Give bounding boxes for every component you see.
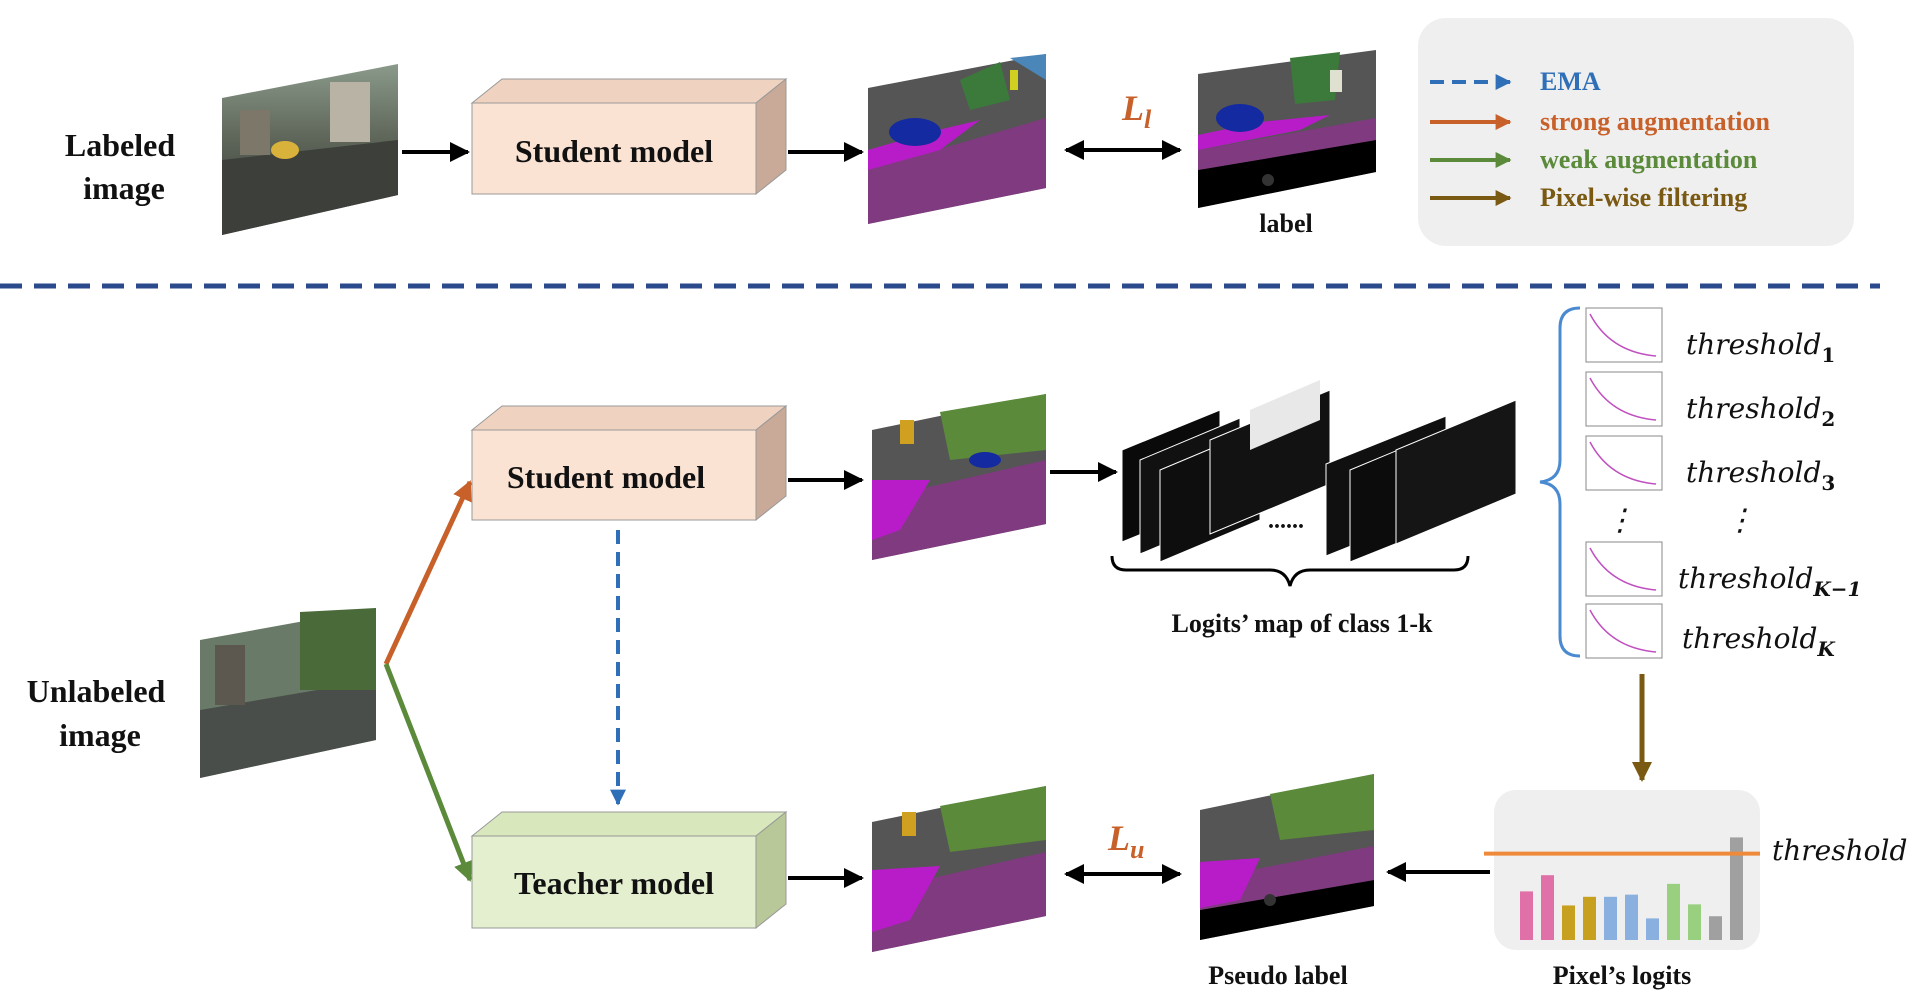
legend-box xyxy=(1418,18,1854,246)
teacher-prediction xyxy=(872,786,1046,952)
threshold-k-label: thresholdK xyxy=(1682,622,1836,661)
legend-item-strong-augmentation: strong augmentation xyxy=(1430,107,1770,136)
legend-label-ema: EMA xyxy=(1540,67,1601,96)
pseudo-label xyxy=(1200,774,1374,940)
legend: EMA strong augmentation weak augmentatio… xyxy=(1418,18,1854,246)
student-model-top: Student model xyxy=(470,77,788,196)
threshold-item-k-minus-1: thresholdK−1 xyxy=(1585,541,1861,601)
label-caption: label xyxy=(1259,209,1312,238)
pixel-logit-bar xyxy=(1562,905,1575,940)
threshold-1-label: threshold1 xyxy=(1686,328,1835,367)
legend-label-filtering: Pixel-wise filtering xyxy=(1540,183,1747,212)
threshold-vdots-right: ⋮ xyxy=(1725,503,1755,538)
threshold-item-k: thresholdK xyxy=(1585,603,1836,661)
pixel-logit-bar xyxy=(1646,918,1659,940)
loss-l-symbol: Ll xyxy=(1121,88,1152,134)
threshold-2-label: threshold2 xyxy=(1686,392,1835,431)
teacher-model: Teacher model xyxy=(470,810,788,930)
logits-brace xyxy=(1110,555,1470,587)
logits-maps: ...... xyxy=(1121,380,1517,563)
threshold-item-1: threshold1 xyxy=(1585,307,1835,367)
student-model-bottom: Student model xyxy=(470,404,788,522)
threshold-vdots-left: ⋮ xyxy=(1605,503,1635,538)
pixel-logits-panel: threshold xyxy=(1484,790,1907,950)
pixel-logit-bar xyxy=(1520,891,1533,940)
pixel-logit-bar xyxy=(1583,896,1596,940)
student-prediction-top xyxy=(868,54,1046,224)
threshold-list: threshold1 threshold2 threshold3 ⋮ ⋮ thr… xyxy=(1585,307,1861,661)
pixel-logit-bar xyxy=(1625,894,1638,940)
legend-label-strong: strong augmentation xyxy=(1540,107,1770,136)
threshold-3-label: threshold3 xyxy=(1686,456,1835,495)
legend-item-ema: EMA xyxy=(1430,67,1601,96)
legend-item-weak-augmentation: weak augmentation xyxy=(1430,145,1758,174)
student-prediction-bottom xyxy=(872,394,1046,560)
logits-dots: ...... xyxy=(1268,508,1304,534)
ground-truth-label xyxy=(1198,50,1376,208)
labeled-image-label: Labeled image xyxy=(65,127,183,206)
weak-augmentation-arrow xyxy=(383,663,473,882)
pixel-logits-bars xyxy=(1520,837,1743,940)
thresholds-brace xyxy=(1539,306,1581,658)
logits-map-caption: Logits’ map of class 1-k xyxy=(1172,609,1434,638)
legend-label-weak: weak augmentation xyxy=(1540,145,1758,174)
pixel-logit-bar xyxy=(1730,837,1743,940)
pixel-logit-bar xyxy=(1604,896,1617,940)
labeled-image-photo xyxy=(222,64,398,235)
threshold-item-3: threshold3 xyxy=(1585,435,1835,495)
pixel-logit-bar xyxy=(1688,904,1701,940)
threshold-k-minus-1-label: thresholdK−1 xyxy=(1678,562,1861,601)
student-model-top-label: Student model xyxy=(515,133,713,169)
legend-item-pixel-wise-filtering: Pixel-wise filtering xyxy=(1430,183,1747,212)
pseudo-label-caption: Pseudo label xyxy=(1208,961,1347,990)
pixel-logit-bar xyxy=(1709,916,1722,940)
pixel-logit-bar xyxy=(1667,883,1680,940)
unlabeled-image-photo xyxy=(200,608,376,778)
unlabeled-image-label: Unlabeled image xyxy=(27,673,174,753)
threshold-item-2: threshold2 xyxy=(1585,371,1835,431)
student-model-bottom-label: Student model xyxy=(507,459,705,495)
pixel-logit-bar xyxy=(1541,875,1554,940)
pixel-logits-caption: Pixel’s logits xyxy=(1553,961,1691,990)
loss-u-symbol: Lu xyxy=(1107,818,1144,864)
threshold-line-label: threshold xyxy=(1772,834,1907,867)
strong-augmentation-arrow xyxy=(383,480,473,666)
teacher-model-label: Teacher model xyxy=(514,865,714,901)
